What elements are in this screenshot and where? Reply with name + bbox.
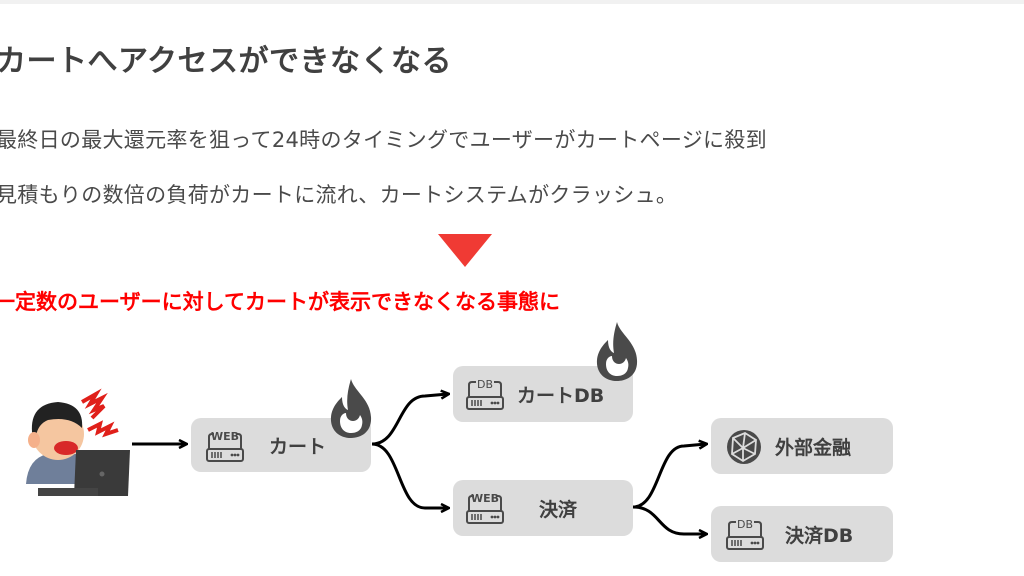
web-server-icon: WEB xyxy=(206,430,244,462)
svg-text:DB: DB xyxy=(737,518,753,531)
svg-text:WEB: WEB xyxy=(471,492,499,505)
section-heading: カートへアクセスができなくなる xyxy=(0,44,452,79)
db-server-icon: DB xyxy=(466,378,504,410)
svg-text:DB: DB xyxy=(477,378,493,391)
top-clipped-strip xyxy=(0,0,1024,4)
edge-payment-paydb xyxy=(632,505,706,534)
node-payment-label: 決済 xyxy=(539,498,578,521)
db-server-icon: DB xyxy=(726,518,764,550)
edge-cart-payment xyxy=(371,442,448,508)
node-payment[interactable]: WEB 決済 xyxy=(453,480,633,536)
node-cart-db-label: カートDB xyxy=(517,384,605,407)
node-payment-db-label: 決済DB xyxy=(785,524,854,547)
globe-network-icon xyxy=(727,430,761,464)
alert-message: 一定数のユーザーに対してカートが表示できなくなる事態に xyxy=(0,290,560,314)
node-payment-db[interactable]: DB 決済DB xyxy=(711,506,893,562)
edge-cart-cartdb xyxy=(371,394,448,446)
svg-text:WEB: WEB xyxy=(211,430,239,443)
down-arrow-icon xyxy=(438,234,492,267)
node-external-bank[interactable]: 外部金融 xyxy=(711,418,893,474)
edge-payment-bank xyxy=(632,444,706,509)
description-line-2: 見積もりの数倍の負荷がカートに流れ、カートシステムがクラッシュ。 xyxy=(0,183,678,207)
node-cart-label: カート xyxy=(269,435,327,458)
node-external-bank-label: 外部金融 xyxy=(775,436,852,459)
fire-icon xyxy=(596,322,638,381)
web-server-icon: WEB xyxy=(466,492,504,524)
fire-icon xyxy=(330,379,372,438)
description-line-1: 最終日の最大還元率を狙って24時のタイミングでユーザーがカートページに殺到 xyxy=(0,128,767,152)
angry-user-laptop-icon xyxy=(18,388,130,502)
